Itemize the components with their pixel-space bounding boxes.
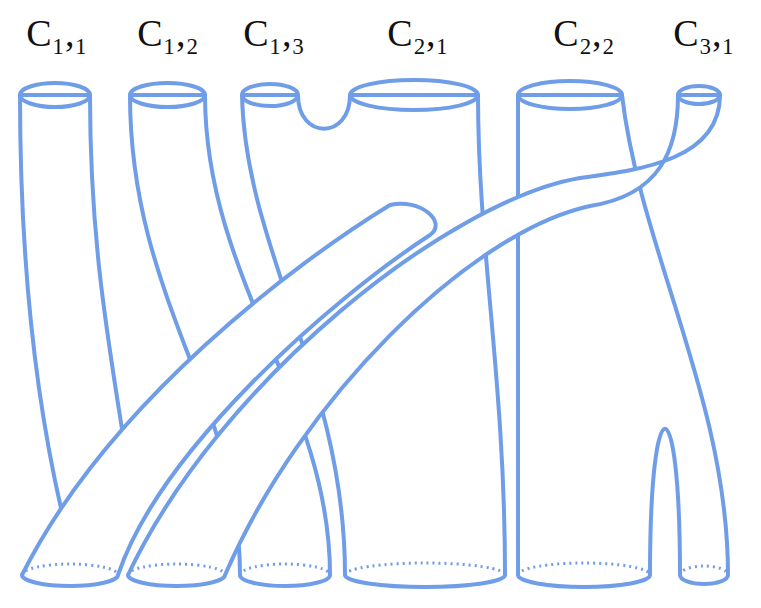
bottom-rim [128,564,225,575]
top-rim [130,83,205,107]
bottom-rim [240,564,330,575]
boundary-label: C₃,₁ [673,14,734,52]
boundary-label: C₂,₂ [553,14,614,52]
top-rim [20,83,90,107]
diagonal-tube [128,95,720,586]
pants-tube [518,95,728,587]
boundary-label: C₁,₃ [243,14,304,52]
boundary-label: C₁,₁ [26,14,87,52]
top-rim [678,86,720,104]
top-rim [350,80,478,110]
bottom-rim [22,564,118,575]
boundary-label: C₂,₁ [387,14,448,52]
top-rim [518,81,622,109]
boundary-label: C₁,₂ [137,14,198,52]
bottom-rim [345,563,505,575]
bottom-rim [680,566,728,575]
bottom-rim [518,563,650,575]
top-rim [242,84,298,106]
